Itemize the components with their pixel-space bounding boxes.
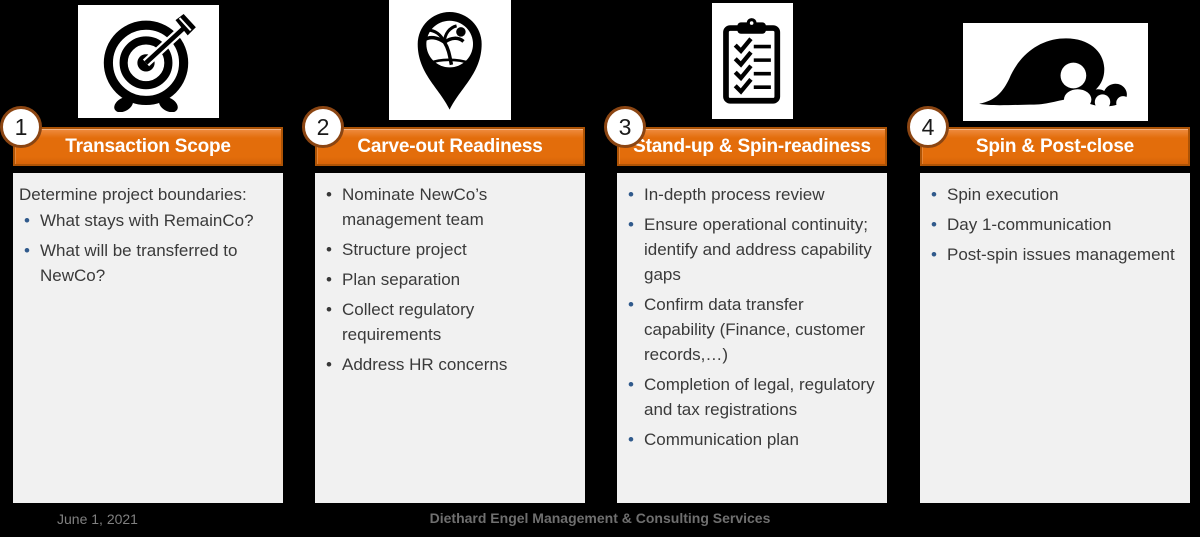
phase-content: Determine project boundaries: What stays… bbox=[13, 173, 283, 503]
bullet-item: Confirm data transfer capability (Financ… bbox=[622, 292, 875, 367]
bullet-text: What will be transferred to NewCo? bbox=[40, 241, 238, 285]
bullet-item: Day 1-communication bbox=[925, 212, 1178, 237]
phase-title: Transaction Scope bbox=[65, 135, 231, 157]
phase-column-3: 3 Stand-up & Spin-readiness In-depth pro… bbox=[604, 0, 887, 503]
phase-number-badge: 4 bbox=[907, 106, 949, 148]
bullet-item: What stays with RemainCo? bbox=[18, 208, 271, 233]
ocean-wave-icon bbox=[962, 23, 1148, 121]
phase-content: Spin executionDay 1-communicationPost-sp… bbox=[920, 173, 1190, 503]
phase-intro: Determine project boundaries: bbox=[19, 185, 247, 204]
bullet-text: Plan separation bbox=[342, 270, 461, 289]
bullet-item: Address HR concerns bbox=[320, 352, 573, 377]
footer-company: Diethard Engel Management & Consulting S… bbox=[429, 510, 771, 526]
bullet-text: What stays with RemainCo? bbox=[40, 211, 254, 230]
bullet-item: Post-spin issues management bbox=[925, 242, 1178, 267]
bullet-item: What will be transferred to NewCo? bbox=[18, 238, 271, 288]
bullet-text: In-depth process review bbox=[644, 185, 825, 204]
bullet-text: Post-spin issues management bbox=[947, 245, 1175, 264]
phase-number: 4 bbox=[921, 113, 935, 140]
bullet-item: Communication plan bbox=[622, 427, 875, 452]
bullet-text: Address HR concerns bbox=[342, 355, 508, 374]
checklist-clipboard-icon bbox=[711, 3, 793, 119]
phase-number-badge: 2 bbox=[302, 106, 344, 148]
island-location-pin-icon bbox=[389, 0, 511, 120]
bullet-item: Structure project bbox=[320, 237, 573, 262]
phase-content: Nominate NewCo’s management teamStructur… bbox=[315, 173, 585, 503]
phase-title: Carve-out Readiness bbox=[357, 135, 543, 157]
bullet-text: Confirm data transfer capability (Financ… bbox=[644, 295, 866, 364]
phase-column-2: 2 Carve-out Readiness Nominate NewCo’s m… bbox=[302, 0, 585, 503]
bullet-item: Ensure operational continuity; identify … bbox=[622, 212, 875, 287]
bullet-text: Communication plan bbox=[644, 430, 799, 449]
phase-number: 1 bbox=[14, 113, 28, 140]
phase-bullet-list: In-depth process reviewEnsure operationa… bbox=[622, 182, 875, 452]
phase-number-badge: 3 bbox=[604, 106, 646, 148]
target-arrow-icon bbox=[77, 5, 219, 118]
bullet-item: Collect regulatory requirements bbox=[320, 297, 573, 347]
phase-column-1: 1 Transaction Scope Determine project bo… bbox=[0, 0, 283, 503]
footer-date: June 1, 2021 bbox=[57, 511, 138, 527]
phase-header: Carve-out Readiness bbox=[315, 127, 585, 166]
phase-content: In-depth process reviewEnsure operationa… bbox=[617, 173, 887, 503]
phase-header: Stand-up & Spin-readiness bbox=[617, 127, 887, 166]
bullet-item: In-depth process review bbox=[622, 182, 875, 207]
phase-bullet-list: Spin executionDay 1-communicationPost-sp… bbox=[925, 182, 1178, 267]
phase-number: 3 bbox=[618, 113, 632, 140]
phase-number-badge: 1 bbox=[0, 106, 42, 148]
bullet-text: Day 1-communication bbox=[947, 215, 1112, 234]
phase-title: Spin & Post-close bbox=[975, 135, 1135, 157]
bullet-text: Ensure operational continuity; identify … bbox=[644, 215, 872, 284]
phase-number: 2 bbox=[316, 113, 330, 140]
phase-header: Spin & Post-close bbox=[920, 127, 1190, 166]
phase-header: Transaction Scope bbox=[13, 127, 283, 166]
bullet-item: Plan separation bbox=[320, 267, 573, 292]
bullet-text: Completion of legal, regulatory and tax … bbox=[644, 375, 875, 419]
bullet-text: Nominate NewCo’s management team bbox=[342, 185, 488, 229]
bullet-item: Completion of legal, regulatory and tax … bbox=[622, 372, 875, 422]
phase-column-4: 4 Spin & Post-close Spin executionDay 1-… bbox=[907, 0, 1190, 503]
phase-title: Stand-up & Spin-readiness bbox=[633, 135, 871, 157]
bullet-text: Structure project bbox=[342, 240, 467, 259]
bullet-item: Spin execution bbox=[925, 182, 1178, 207]
phase-bullet-list: Nominate NewCo’s management teamStructur… bbox=[320, 182, 573, 377]
bullet-text: Spin execution bbox=[947, 185, 1059, 204]
phase-bullet-list: What stays with RemainCo? What will be tr… bbox=[18, 208, 271, 288]
bullet-item: Nominate NewCo’s management team bbox=[320, 182, 573, 232]
bullet-text: Collect regulatory requirements bbox=[342, 300, 475, 344]
